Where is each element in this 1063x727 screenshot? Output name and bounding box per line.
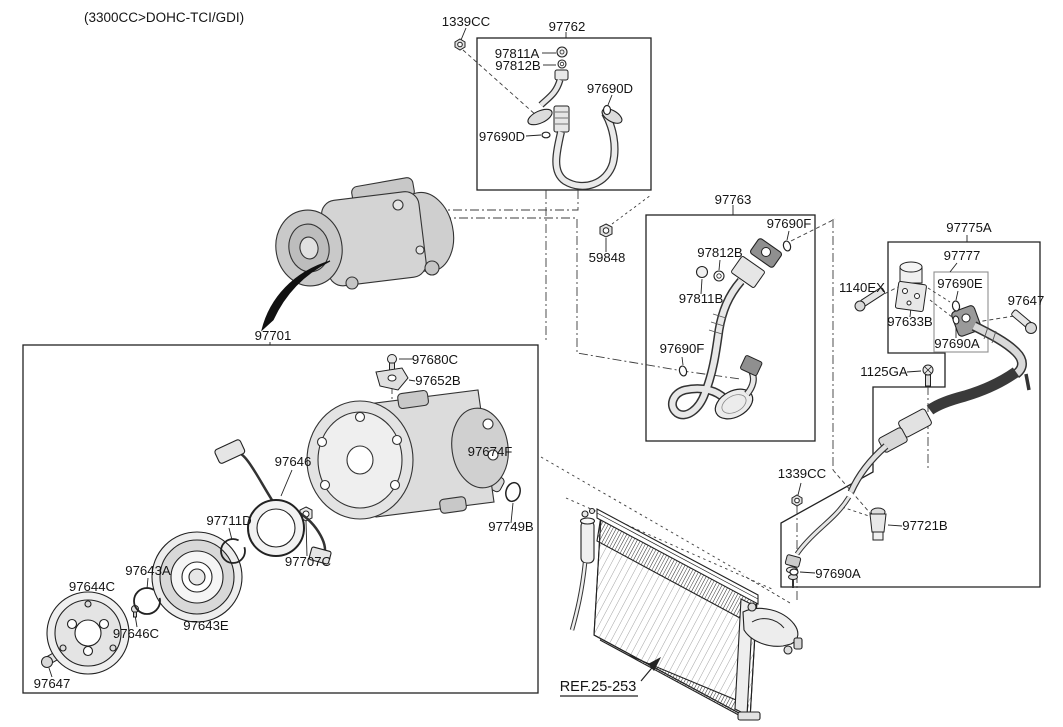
condenser-drawing: [569, 507, 803, 721]
group-boxes: [22, 37, 1041, 694]
suction-pipe-drawing: [667, 238, 792, 420]
callout-97721b: 97721B: [902, 518, 948, 533]
pulley-97643e: [151, 531, 243, 623]
callout-97762: 97762: [549, 19, 586, 34]
callout-97690f-top: 97690F: [767, 216, 812, 231]
assembly-arrow: [261, 260, 331, 332]
callout-97812b-top: 97812B: [495, 58, 541, 73]
seal-97812b-mid: [713, 270, 725, 282]
callout-97647-left: 97647: [34, 676, 71, 691]
callout-97690d-left: 97690D: [479, 129, 525, 144]
callout-97763: 97763: [715, 192, 752, 207]
o-ring-97690a-mid: [952, 315, 960, 325]
expansion-valve-drawing: [894, 261, 927, 313]
bolt-1140ex: [854, 287, 886, 312]
callout-1339cc-low: 1339CC: [778, 466, 827, 481]
callout-97633b: 97633B: [887, 314, 933, 329]
callouts: (3300CC>DOHC-TCI/GDI) 1339CC 97762 97811…: [34, 10, 1045, 695]
callout-97652b: 97652B: [415, 373, 461, 388]
callout-1339cc-top: 1339CC: [442, 14, 491, 29]
bolt-97647-right: [1011, 309, 1037, 334]
callout-97690e: 97690E: [937, 276, 983, 291]
ref-link-condenser[interactable]: REF.25-253: [560, 679, 637, 695]
o-ring-97690a-low: [789, 568, 799, 576]
callout-97707c: 97707C: [285, 554, 332, 569]
callout-97811a: 97811A: [495, 46, 540, 61]
callout-1140ex: 1140EX: [839, 280, 885, 295]
engine-spec-label: (3300CC>DOHC-TCI/GDI): [84, 10, 244, 25]
nut-1339cc-top: [454, 38, 466, 51]
clutch-disc-97644c: [46, 591, 130, 675]
callout-97690d-right: 97690D: [587, 81, 633, 96]
callout-97811b: 97811B: [679, 291, 724, 306]
clutch-exploded-drawing: [46, 439, 332, 675]
callout-97701: 97701: [255, 328, 292, 343]
callout-97646: 97646: [275, 454, 312, 469]
bracket-97652b: [375, 367, 409, 391]
nut-1339cc-low: [791, 494, 803, 507]
callout-97674f: 97674F: [468, 444, 513, 459]
snap-ring-97643a: [133, 587, 161, 615]
nut-59848: [599, 223, 613, 238]
fasteners: [41, 38, 1037, 668]
callout-97812b-mid: 97812B: [697, 245, 743, 260]
liquid-line-drawing: [784, 300, 1031, 588]
suction-hose-drawing: [527, 46, 623, 190]
callout-97711d: 97711D: [206, 513, 251, 528]
callout-97680c: 97680C: [412, 352, 459, 367]
callout-97690a-low: 97690A: [815, 566, 861, 581]
box-97775a: [780, 241, 1041, 588]
compressor-body-drawing: [306, 389, 509, 520]
callout-97646c: 97646C: [113, 626, 160, 641]
bolt-1125ga: [922, 364, 934, 387]
cap-97811b: [695, 265, 709, 279]
box-97701: [22, 344, 539, 694]
box-97763: [645, 214, 816, 442]
callout-97647-right: 97647: [1008, 293, 1045, 308]
box-97762: [476, 37, 652, 191]
callout-59848: 59848: [589, 250, 626, 265]
callout-97690f-low: 97690F: [660, 341, 705, 356]
o-ring-97749b: [505, 481, 521, 503]
service-valve-97721b: [869, 507, 887, 541]
o-ring-97690d-left: [541, 131, 551, 139]
callout-97643a: 97643A: [125, 563, 171, 578]
callout-97777: 97777: [944, 248, 981, 263]
callout-1125ga: 1125GA: [860, 364, 908, 379]
callout-97775a: 97775A: [946, 220, 992, 235]
callout-97644c: 97644C: [69, 579, 116, 594]
o-ring-97690d-right: [602, 104, 612, 116]
callout-97749b: 97749B: [488, 519, 534, 534]
callout-97643e: 97643E: [183, 618, 229, 633]
callout-97690a-mid: 97690A: [934, 336, 980, 351]
o-ring-97690e: [951, 300, 961, 312]
ref-arrow: [560, 657, 661, 697]
bolt-97680c: [387, 354, 397, 372]
compressor-assembled-drawing: [275, 177, 455, 290]
o-ring-97690f-top: [782, 240, 792, 252]
snap-ring-97711d: [220, 538, 246, 564]
o-ring-97690f-low: [678, 365, 688, 377]
box-97777: [933, 271, 989, 353]
